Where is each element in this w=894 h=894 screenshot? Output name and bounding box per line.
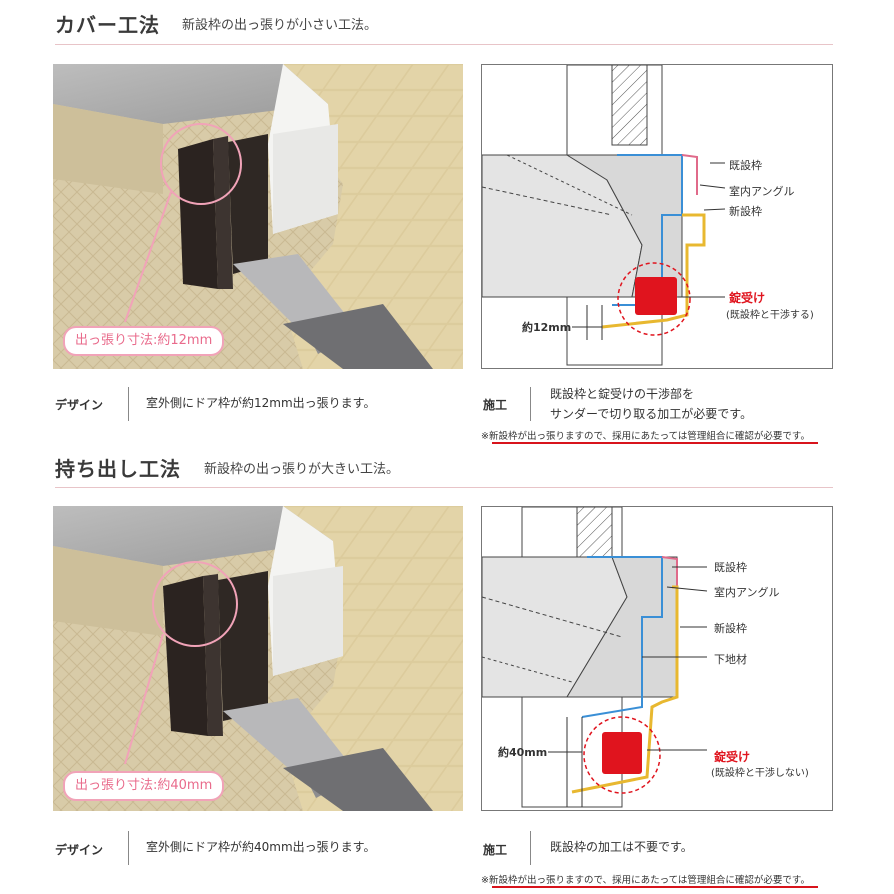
construction-label: 施工 (483, 398, 508, 412)
design-text: 室外側にドア枠が約12mm出っ張ります。 (146, 396, 376, 410)
section-extension-method: 持ち出し工法 新設枠の出っ張りが大きい工法。 (0, 450, 894, 894)
design-label: デザイン (55, 398, 104, 412)
design-separator (128, 831, 129, 865)
label-new-frame: 新設枠 (729, 205, 762, 218)
label-strike: 錠受け (729, 291, 766, 305)
label-strike-note: (既設枠と干渉しない) (711, 768, 809, 779)
section-subtitle: 新設枠の出っ張りが小さい工法。 (182, 18, 378, 33)
note-underline (492, 442, 818, 444)
design-separator (128, 387, 129, 421)
protrusion-badge: 出っ張り寸法:約40mm (63, 771, 225, 801)
product-photo (53, 506, 463, 811)
strike-plate (602, 732, 642, 774)
section-diagram: 既設枠 室内アングル 新設枠 錠受け (既設枠と干渉する) 約12mm (481, 64, 833, 369)
construction-text-2: サンダーで切り取る加工が必要です。 (550, 407, 753, 421)
label-base-material: 下地材 (714, 653, 747, 666)
label-strike: 錠受け (714, 750, 751, 764)
caution-note: ※新設枠が出っ張りますので、採用にあたっては管理組合に確認が必要です。 (481, 875, 810, 886)
title-divider (55, 44, 833, 45)
section-cover-method: カバー工法 新設枠の出っ張りが小さい工法。 (53, 13, 833, 444)
construction-label: 施工 (483, 843, 508, 857)
label-interior-angle: 室内アングル (729, 185, 795, 198)
design-text: 室外側にドア枠が約40mm出っ張ります。 (146, 840, 376, 854)
label-strike-note: (既設枠と干渉する) (726, 310, 814, 321)
section-title: カバー工法 (55, 13, 160, 37)
label-new-frame: 新設枠 (714, 622, 747, 635)
section-subtitle: 新設枠の出っ張りが大きい工法。 (204, 462, 400, 477)
dimension-label: 約40mm (498, 746, 548, 759)
label-interior-angle: 室内アングル (714, 586, 780, 599)
section-diagram: 既設枠 室内アングル 新設枠 下地材 錠受け (既設枠と干渉しない) 約40mm (481, 506, 833, 811)
product-photo (53, 64, 463, 369)
construction-separator (530, 831, 531, 865)
label-existing-frame: 既設枠 (714, 561, 747, 574)
label-existing-frame: 既設枠 (729, 159, 762, 172)
construction-text-1: 既設枠と錠受けの干渉部を (550, 387, 695, 401)
title-divider (55, 487, 833, 488)
construction-text-1: 既設枠の加工は不要です。 (550, 840, 693, 854)
section-title: 持ち出し工法 (55, 457, 181, 481)
design-label: デザイン (55, 843, 104, 857)
construction-separator (530, 387, 531, 421)
cross-section-drawing (482, 507, 708, 808)
note-underline (492, 886, 818, 888)
cross-section-drawing (482, 65, 726, 366)
strike-plate (635, 277, 677, 315)
dimension-label: 約12mm (522, 321, 572, 334)
protrusion-badge: 出っ張り寸法:約12mm (63, 326, 225, 356)
caution-note: ※新設枠が出っ張りますので、採用にあたっては管理組合に確認が必要です。 (481, 431, 810, 442)
